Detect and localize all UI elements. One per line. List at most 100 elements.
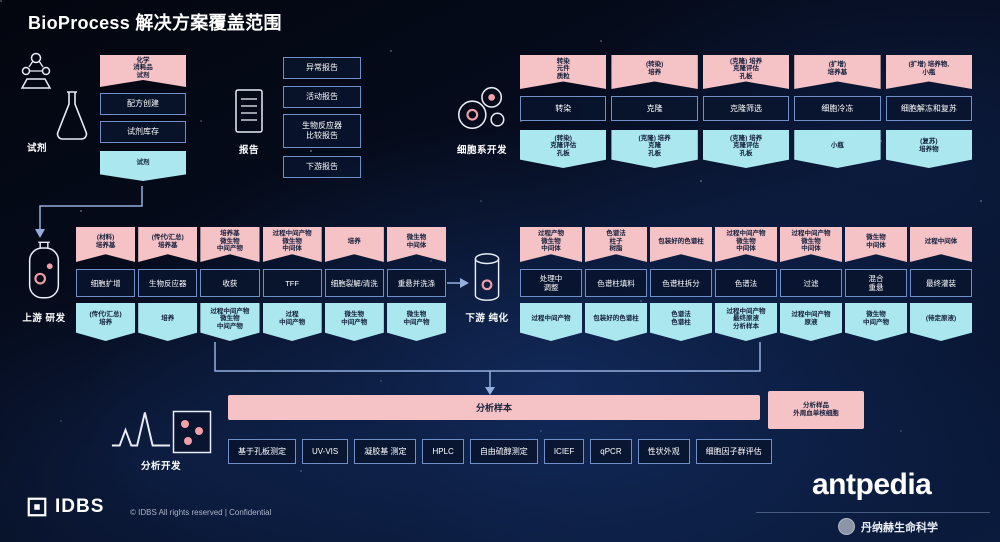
process-step-card: 转染 [520,96,607,121]
assay-card: 凝胶基 测定 [354,439,417,464]
chromatogram-waveform-icon [110,404,172,454]
material-card: 过程中间产物 微生物 中间体 [715,227,777,262]
output-card: 微生物 中间产物 [386,303,447,341]
section-label-downstream: 下游 纯化 [465,313,509,324]
bioreactor-icon [22,240,66,302]
section-label-cell-line: 细胞系开发 [456,145,507,156]
process-step-card: 色谱柱拆分 [650,269,712,297]
output-card: 微生物 中间产物 [324,303,384,341]
process-step-card: 处理中 调整 [520,269,582,297]
output-card: 过程中间产物 原液 [780,303,842,341]
assay-card: qPCR [590,439,632,464]
idbs-logo: IDBS [26,496,104,518]
assay-card: 自由硫醇测定 [469,439,538,464]
assay-card: ICIEF [543,439,585,464]
cells-icon [452,78,510,136]
material-card: (扩增) 培养基 [794,55,881,89]
output-card: 过程中间产物 最终原液 分析样本 [715,303,777,341]
material-card: 培养 [324,227,384,262]
material-card: 色谱法 柱子 树脂 [585,227,647,262]
analysis-sample-note: 分析样品 外周血单核细胞 [768,391,864,429]
report-card: 活动报告 [283,86,361,108]
output-card: (克隆) 培养 克隆评估 孔板 [702,130,790,168]
report-card: 生物反应器 比较报告 [283,114,361,148]
assay-card: 性状外观 [637,439,690,464]
page-title: BioProcess 解决方案覆盖范围 [28,9,282,35]
downstream-steps-row: 处理中 调整 色谱柱填料 色谱柱拆分 色谱法 过滤 混合 重悬 最终灌装 [520,269,972,297]
material-card: 化学 消耗品 试剂 [100,55,186,87]
process-step-card: 细胞解冻和复苏 [885,96,973,121]
output-card: 色谱法 色谱柱 [650,303,712,341]
cellline-outputs-row: (转染) 克隆评估 孔板 (克隆) 培养 克隆 孔板 (克隆) 培养 克隆评估 … [520,130,973,168]
flask-icon [52,90,92,142]
upstream-inputs-row: (材料) 培养基 (传代/汇总) 培养基 培养基 微生物 中间产物 过程中间产物… [76,227,447,262]
output-card: (转染) 克隆评估 孔板 [520,130,607,168]
process-step-card: 重悬并洗涤 [386,269,447,297]
wechat-account: 丹纳赫生命科学 [838,518,938,535]
starfield-background [0,0,2,2]
process-step-card: 过滤 [780,269,842,297]
assays-row: 基于孔板测定 UV-VIS 凝胶基 测定 HPLC 自由硫醇测定 ICIEF q… [228,439,772,464]
output-card: 过程中间产物 [520,303,582,341]
process-step-card: 最终灌装 [910,269,972,297]
material-card: 转染 元件 质粒 [520,55,607,89]
section-label-upstream: 上游 研发 [22,313,66,324]
sample-plate-icon [172,410,212,454]
process-step-card: 克隆筛选 [702,96,790,121]
assay-card: HPLC [422,439,464,464]
cellline-inputs-row: 转染 元件 质粒 (转染) 培养 (克隆) 培养 克隆评估 孔板 (扩增) 培养… [520,55,973,89]
cellline-steps-row: 转染 克隆 克隆筛选 细胞冷冻 细胞解冻和复苏 [520,96,973,121]
material-card: 过程中间产物 微生物 中间体 [780,227,842,262]
material-card: (扩增) 培养物, 小瓶 [885,55,973,89]
analysis-sample-banner: 分析样本 [228,395,760,420]
output-card: (复苏) 培养物 [885,130,973,168]
process-step-card: 细胞裂解/清洗 [324,269,384,297]
section-label-analysis: 分析开发 [140,461,181,472]
assay-card: UV-VIS [302,439,349,464]
output-card: 过程 中间产物 [262,303,322,341]
material-card: (转染) 培养 [611,55,698,89]
report-icon [234,88,264,134]
section-label-reagents: 试剂 [26,143,47,154]
downstream-inputs-row: 过程产物 微生物 中间体 色谱法 柱子 树脂 包装好的色谱柱 过程中间产物 微生… [520,227,972,262]
report-card: 异常报告 [283,57,361,79]
wechat-account-name: 丹纳赫生命科学 [861,521,938,534]
process-step-card: 配方创建 [100,93,186,115]
material-card: 过程产物 微生物 中间体 [520,227,582,262]
title-subtitle: 解决方案覆盖范围 [135,13,282,33]
output-card: 过程中间产物 微生物 中间产物 [200,303,260,341]
upstream-outputs-row: (传代/汇总) 培养 培养 过程中间产物 微生物 中间产物 过程 中间产物 微生… [76,303,447,341]
material-card: 培养基 微生物 中间产物 [200,227,260,262]
report-card: 下游报告 [283,156,361,178]
process-step-card: 色谱柱填料 [585,269,647,297]
process-step-card: 克隆 [611,96,698,121]
assay-card: 基于孔板测定 [228,439,296,464]
output-card: (待定原液) [910,303,972,341]
process-step-card: 试剂库存 [100,121,186,143]
material-card: 包装好的色谱柱 [650,227,712,262]
output-card: 试剂 [100,151,186,181]
assay-card: 细胞因子群评估 [695,439,772,464]
footer-divider [756,512,990,513]
process-step-card: TFF [262,269,322,297]
process-step-card: 混合 重悬 [845,269,907,297]
output-card: 微生物 中间产物 [845,303,907,341]
copyright-text: © IDBS All rights reserved | Confidentia… [130,508,272,517]
process-step-card: 生物反应器 [138,269,198,297]
title-brand: BioProcess [28,13,131,33]
material-card: (传代/汇总) 培养基 [138,227,198,262]
material-card: 过程中间体 [910,227,972,262]
process-step-card: 细胞冷冻 [794,96,881,121]
output-card: (克隆) 培养 克隆 孔板 [611,130,698,168]
output-card: 包装好的色谱柱 [585,303,647,341]
idbs-logo-text: IDBS [55,496,105,517]
output-card: 小瓶 [794,130,881,168]
idbs-logo-icon [27,497,47,517]
molecule-icon [12,50,60,92]
process-step-card: 色谱法 [715,269,777,297]
chromatography-column-icon [470,250,504,306]
material-card: (材料) 培养基 [76,227,136,262]
output-card: 培养 [138,303,198,341]
process-step-card: 细胞扩增 [76,269,136,297]
